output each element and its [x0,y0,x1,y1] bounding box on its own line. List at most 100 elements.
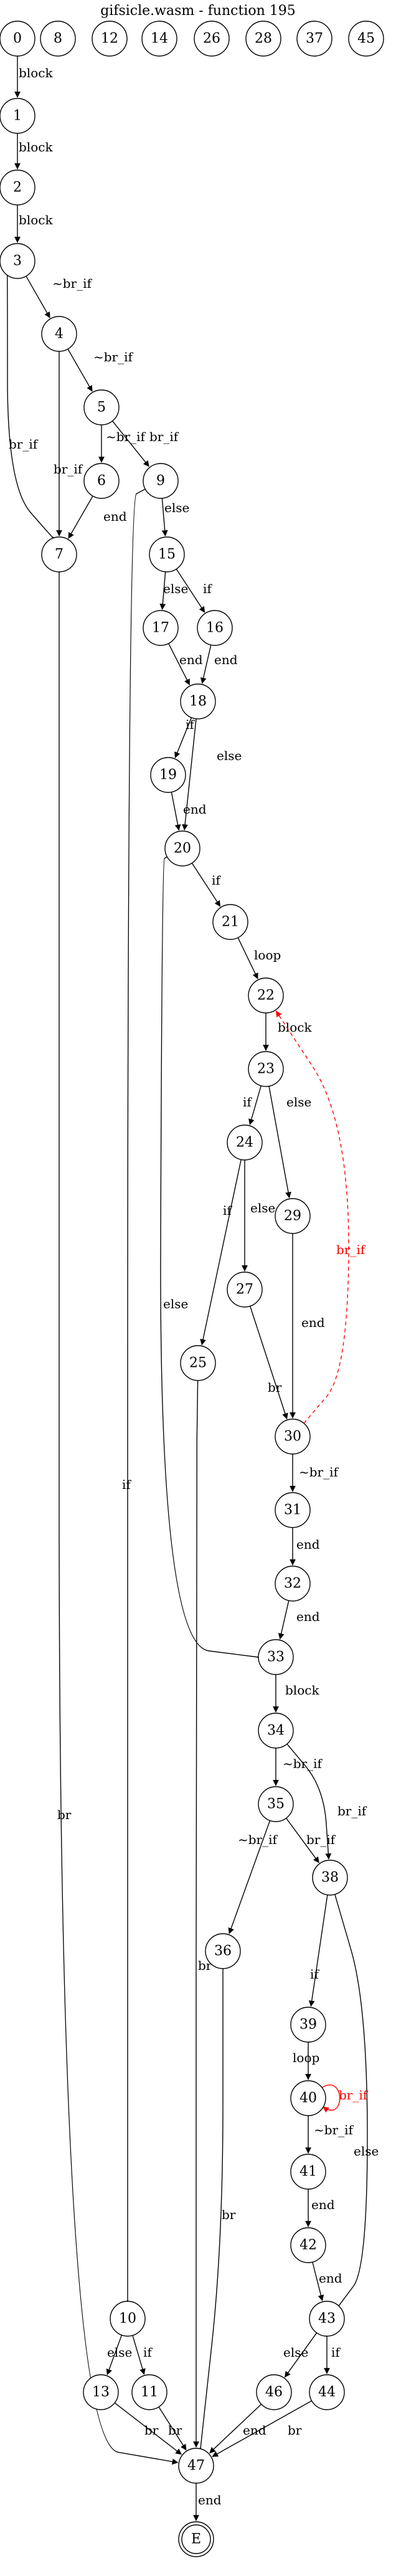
edge-line [200,1159,242,1346]
edge-41-to-42: end [305,2189,335,2227]
node-22: 22 [248,977,284,1014]
node-18: 18 [180,683,216,720]
edge-label: ~br_if [283,1756,323,1771]
edge-31-to-32: end [290,1528,320,1566]
node-25: 25 [180,1345,216,1381]
edge-17-to-18: end [168,643,203,686]
edge-label: else [107,2345,132,2360]
edge-47-to-E: end [193,2483,222,2521]
edge-label: if [122,1477,131,1492]
node-circle [143,610,179,646]
node-circle [227,1124,263,1161]
node-circle [141,21,177,57]
edge-label: end [183,802,207,817]
edge-label: if [143,2345,153,2360]
edge-label: end [179,652,203,667]
node-3: 3 [0,243,35,279]
edge-label: br [268,1380,282,1395]
edge-line [200,645,212,684]
node-8: 8 [40,21,76,57]
node-47: 47 [178,2448,214,2484]
edge-label: br_if [339,2088,369,2103]
edge-24-to-27: else [242,1160,275,1271]
node-label: 24 [236,1135,253,1151]
node-circle [83,463,120,499]
edge-7-to-47: br [57,571,179,2465]
edge-5-to-9: br_if [112,421,179,467]
node-label: 18 [189,694,207,710]
node-35: 35 [258,1786,294,1822]
edge-line [268,1086,291,1199]
edge-label: block [19,212,53,227]
node-circle [296,21,332,57]
node-label: 38 [321,1870,339,1886]
edge-label: if [186,717,195,732]
edge-36-to-47: br [196,1969,236,2454]
edge-line [182,718,197,831]
edge-line [174,717,192,759]
edge-line [286,1744,332,1860]
node-label: 11 [141,2385,158,2400]
edge-line [114,2402,182,2455]
edge-2-to-3: block [14,205,53,243]
edge-label: else [286,1095,311,1110]
node-44: 44 [309,2374,345,2410]
edges-layer: blockblockblock~br_ifbr_if~br_ifbr_if~br… [6,56,379,2521]
edge-29-to-30: end [290,1233,325,1419]
node-14: 14 [141,21,177,57]
edge-0-to-1: block [14,56,53,98]
edge-4-to-5: ~br_if [67,348,134,392]
edge-label: if [331,2345,341,2360]
edge-27-to-30: br [250,1306,288,1420]
edge-label: if [212,873,221,888]
node-circle [178,2448,214,2484]
edge-line [212,2400,312,2457]
edge-label: if [243,1095,252,1110]
node-7: 7 [41,536,77,573]
edge-21-to-22: loop [237,937,281,979]
node-circle [212,904,248,940]
node-0: 0 [0,21,35,57]
node-19: 19 [150,757,186,793]
node-circle [290,2080,326,2116]
node-13: 13 [83,2374,119,2410]
node-circle [205,1933,241,1969]
edge-line [250,1306,288,1420]
edge-line [158,2407,187,2451]
edge-3-to-4: ~br_if [26,275,93,318]
edge-label: else [163,581,188,596]
node-label: E [191,2532,201,2547]
edge-label: br [222,2207,236,2222]
node-circle [110,2301,146,2337]
edge-25-to-47: br [193,1380,212,2448]
node-12: 12 [92,21,128,57]
node-10: 10 [110,2301,146,2337]
edge-38-to-43: else [333,1894,379,2311]
node-circle [194,21,230,57]
edge-label: end [319,2271,342,2286]
edge-10-to-11: if [132,2335,153,2375]
node-circle [180,683,216,720]
edge-label: br [57,1807,72,1822]
edge-line [68,495,93,539]
edge-label: block [285,1683,319,1698]
edge-label: br_if [54,462,83,477]
node-32: 32 [275,1566,311,1602]
node-43: 43 [309,2301,345,2337]
edge-3-to-7: br_if [6,273,58,543]
edge-30-to-31: ~br_if [290,1454,339,1492]
edge-label: ~br_if [106,429,146,444]
node-inner-ring [181,2524,211,2554]
node-circle [245,21,281,57]
node-circle [40,21,76,57]
node-label: 13 [92,2385,110,2400]
edge-label: end [301,1315,325,1330]
node-label: 43 [318,2311,336,2327]
edge-line [191,863,221,907]
node-45: 45 [348,21,384,57]
node-label: 40 [299,2091,317,2106]
edge-label: if [203,581,212,596]
node-label: 28 [255,31,272,47]
node-26: 26 [194,21,230,57]
